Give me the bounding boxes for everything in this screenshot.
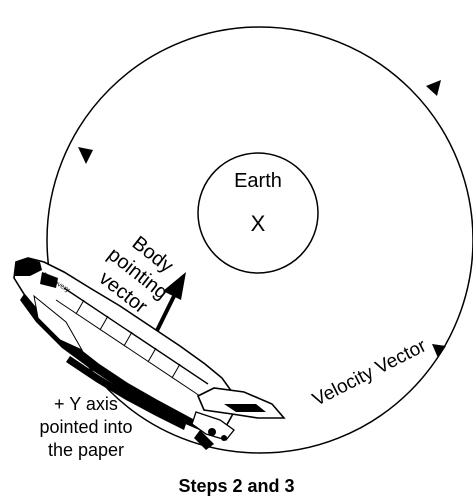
payload-bay-seg-3 [123,331,133,347]
diagram-caption: Steps 2 and 3 [178,476,295,496]
payload-bay-seg-4 [147,347,157,363]
orbit-arrow-right [426,80,441,96]
shuttle-tail-stripe [224,404,266,412]
space-shuttle: Discovery [13,257,286,450]
y-axis-label-line-2: pointed into [39,417,133,437]
payload-bay-line-mid [55,299,201,397]
payload-bay-line-top [63,287,209,385]
y-axis-label: + Y axis pointed into the paper [10,393,162,462]
payload-bay-seg-1 [75,299,85,315]
shuttle-engine-bell [194,430,214,450]
shuttle-cockpit [40,272,58,288]
shuttle-wing [33,294,84,352]
shuttle-belly-edge [20,294,204,432]
earth-circle [197,152,319,274]
earth-label: Earth [234,170,282,192]
y-axis-label-line-3: the paper [47,440,125,460]
body-pointing-vector-head [163,272,186,300]
orbit-arrow-velocity [432,344,446,358]
payload-bay-seg-5 [171,363,181,379]
velocity-vector-label: Velocity Vector [309,335,430,411]
orbit-arrow-left [78,147,93,164]
payload-bay-seg-2 [99,315,109,331]
shuttle-engine-1 [208,428,216,436]
shuttle-side-stripe [66,356,186,430]
y-axis-label-line-1: + Y axis [54,394,118,414]
shuttle-nose [14,258,42,276]
orbit-path [46,26,473,454]
earth-marker: X [251,211,266,236]
shuttle-engine-2 [221,435,227,441]
